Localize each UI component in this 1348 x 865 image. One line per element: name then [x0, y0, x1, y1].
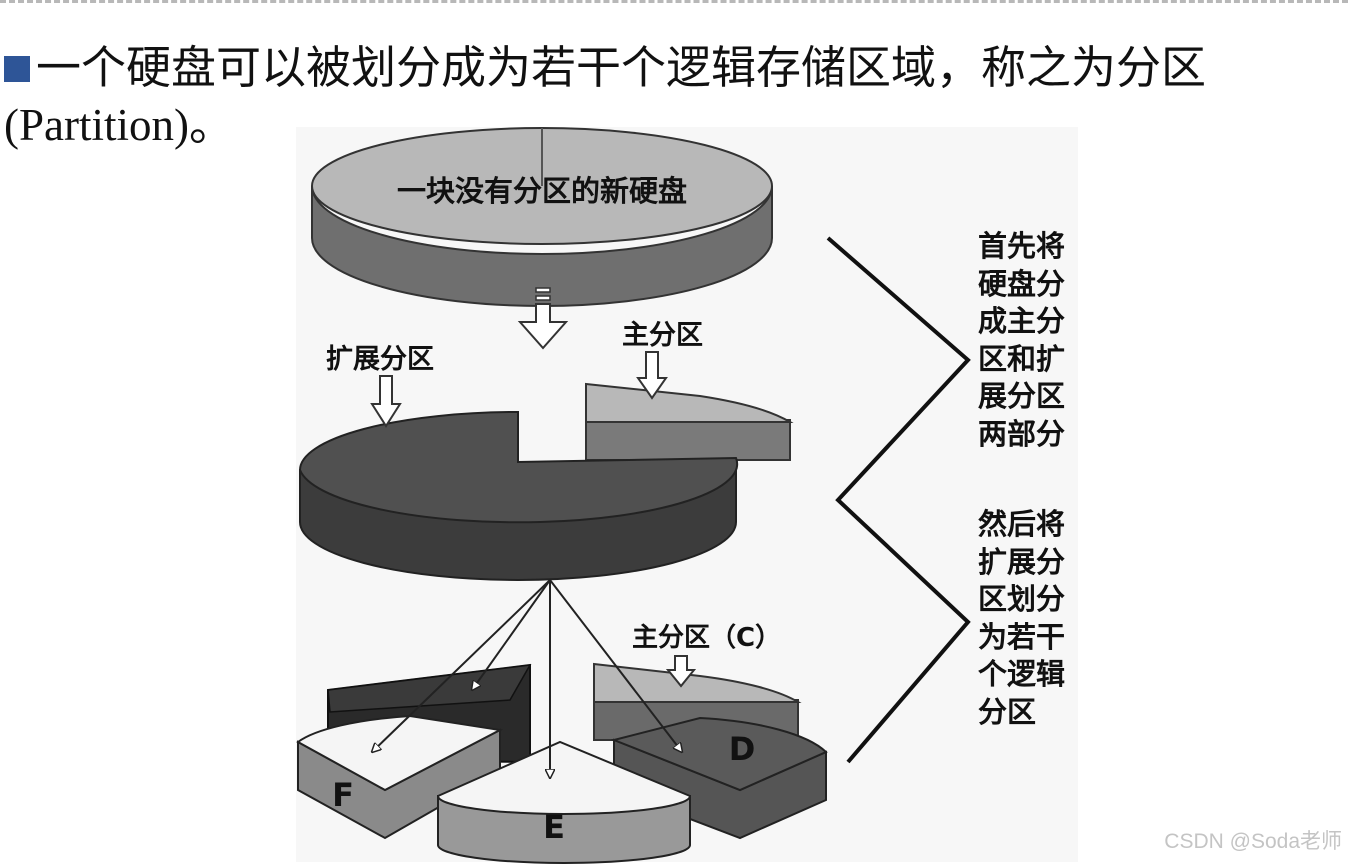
zigzag-brace [826, 236, 971, 764]
drive-d-label: D [729, 730, 756, 768]
primary-partition-wedge [585, 382, 794, 461]
extended-partition-label: 扩展分区 [326, 344, 434, 375]
watermark: CSDN @Soda老师 [1164, 830, 1342, 853]
annotation-step1: 首先将硬盘分成主分区和扩展分区两部分 [978, 229, 1066, 451]
bullet-square-icon [4, 56, 30, 82]
primary-c-label: 主分区（C） [632, 623, 781, 653]
annotation-step2: 然后将扩展分区划分为若干个逻辑分区 [978, 507, 1066, 729]
primary-partition-label: 主分区 [622, 320, 703, 351]
primary-arrow-icon [636, 351, 668, 400]
logical-split-arrows [372, 579, 682, 778]
drive-f-label: F [332, 776, 354, 814]
disk-label: 一块没有分区的新硬盘 [397, 174, 687, 208]
heading-text: 一个硬盘可以被划分成为若干个逻辑存储区域，称之为分区(Partition)。 [4, 43, 1207, 150]
top-dashed-border [0, 0, 1348, 3]
primary-c-arrow-icon [665, 655, 697, 688]
drive-e-label: E [543, 808, 565, 846]
logical-drive-e: E [436, 740, 692, 864]
extended-partition-disk [298, 410, 739, 581]
new-disk: 一块没有分区的新硬盘 [311, 127, 773, 307]
page-heading: 一个硬盘可以被划分成为若干个逻辑存储区域，称之为分区(Partition)。 [4, 40, 1334, 154]
extended-arrow-icon [370, 375, 402, 428]
split-arrow-icon [517, 287, 569, 350]
